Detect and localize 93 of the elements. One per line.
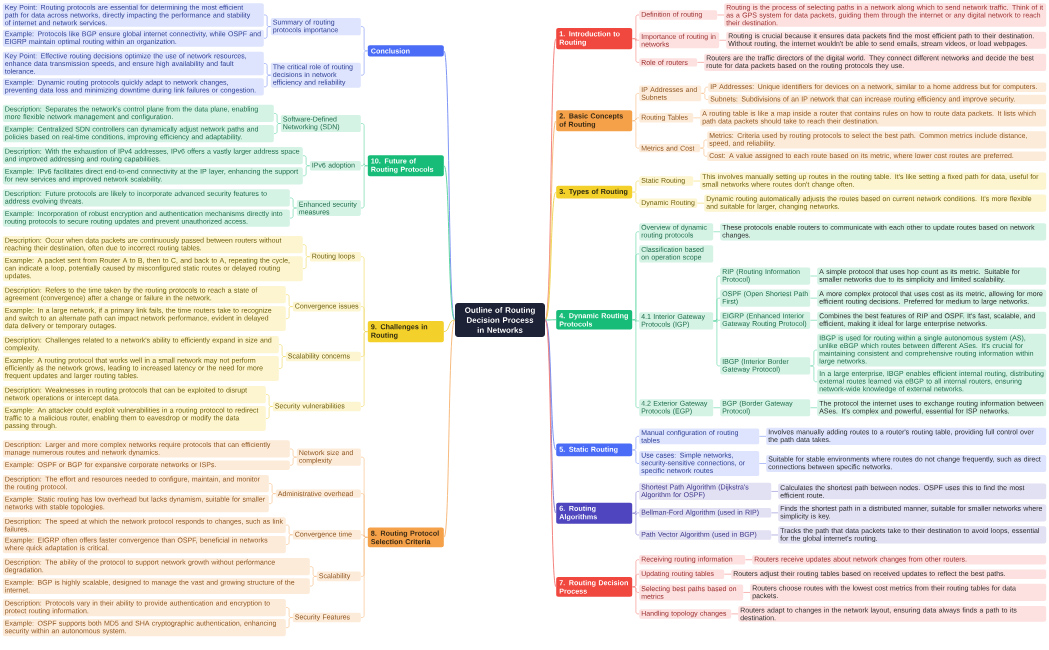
connector-line [632, 491, 640, 514]
connector-line [302, 244, 310, 257]
connector-line [719, 39, 727, 41]
connector-line [265, 406, 273, 419]
connector-line [759, 463, 767, 464]
connector-line [285, 524, 293, 536]
connector-line [265, 394, 273, 407]
connector-line [360, 123, 368, 167]
connector-line [302, 165, 310, 177]
connector-line [701, 93, 709, 100]
connector-line [263, 26, 271, 39]
connector-line [278, 356, 286, 369]
connector-line [268, 493, 276, 504]
connector-line [360, 537, 368, 618]
connector-line [810, 319, 818, 321]
connector-line [697, 202, 705, 204]
connector-line [632, 191, 640, 204]
connector-line [360, 165, 368, 209]
central-topic-box: Outline of Routing Decision Process in Networks [455, 303, 545, 337]
connector-line [810, 297, 818, 299]
connector-line [632, 38, 640, 63]
connector-line [632, 436, 640, 451]
connector-line [632, 586, 640, 615]
connector-line [771, 534, 779, 536]
connector-line [632, 93, 640, 122]
connector-line [713, 297, 721, 322]
connector-line [273, 113, 281, 124]
connector-line [309, 576, 317, 587]
connector-line [743, 592, 751, 593]
connector-line [632, 319, 640, 409]
connector-line [285, 534, 293, 545]
curved-connector [544, 319, 557, 451]
connector-line [693, 117, 701, 119]
curved-connector [544, 191, 557, 321]
connector-line [302, 155, 310, 167]
connector-line [263, 63, 271, 76]
connector-line [360, 26, 368, 52]
connector-line [302, 256, 310, 269]
connector-line [273, 123, 281, 134]
connector-line [632, 120, 640, 149]
connector-line [632, 318, 640, 323]
connector-line [309, 566, 317, 577]
curved-connector [443, 165, 456, 321]
connector-line [713, 318, 721, 323]
connector-line [693, 180, 701, 182]
connector-line [771, 491, 779, 492]
connector-line [268, 483, 276, 494]
connector-line [697, 62, 705, 63]
connector-line [759, 436, 767, 437]
connector-line [360, 50, 368, 76]
connector-line [700, 139, 708, 149]
curved-connector [443, 319, 456, 538]
curved-connector [544, 319, 557, 588]
connector-line [632, 117, 640, 122]
connector-line [713, 407, 721, 409]
connector-line [263, 74, 271, 88]
connector-line [632, 512, 640, 536]
connector-line [360, 534, 368, 538]
connector-line [731, 613, 739, 615]
connector-line [632, 253, 640, 321]
curved-connector [443, 319, 456, 333]
connector-line [289, 456, 297, 466]
connector-line [717, 14, 725, 16]
connector-line [289, 197, 297, 209]
connector-line [278, 344, 286, 357]
connector-line [632, 180, 640, 193]
connector-line [360, 331, 368, 407]
connector-line [285, 306, 293, 319]
connector-line [263, 14, 271, 27]
connector-line [632, 14, 640, 39]
curved-connector [544, 319, 557, 321]
connector-line [285, 294, 293, 307]
connector-line [360, 306, 368, 332]
connector-line [771, 512, 779, 514]
connector-line [360, 493, 368, 538]
connector-line [632, 573, 640, 588]
connector-line [289, 448, 297, 458]
connector-line [289, 207, 297, 219]
connector-line [810, 349, 818, 367]
connector-line [701, 86, 709, 94]
connector-line [700, 147, 708, 157]
connector-line [810, 275, 818, 277]
connector-line [713, 320, 721, 367]
connector-line [724, 573, 732, 575]
connector-line [713, 231, 721, 233]
connector-line [360, 163, 368, 167]
connector-line [632, 510, 640, 516]
connector-line [745, 559, 753, 561]
connector-line [285, 607, 293, 618]
connector-line [285, 617, 293, 628]
connector-line [810, 365, 818, 383]
connector-line [810, 407, 818, 409]
connector-line [632, 449, 640, 464]
